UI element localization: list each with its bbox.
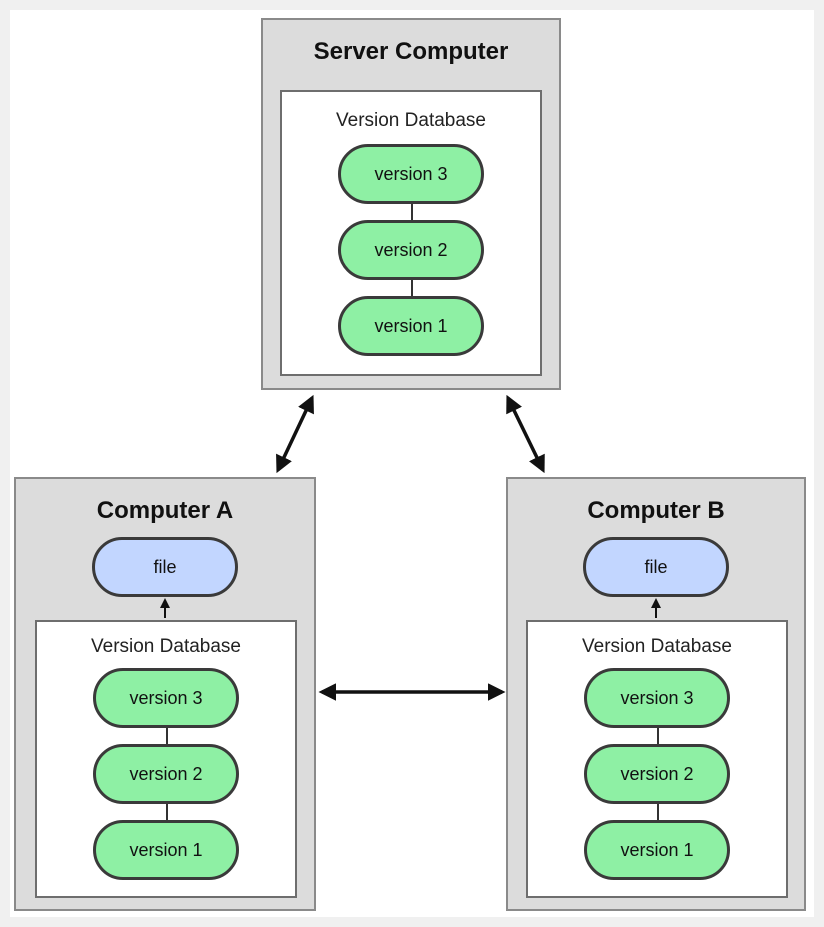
- computer-b-version-2: version 2: [584, 744, 730, 804]
- server-connector-3-2: [411, 202, 413, 220]
- computer-b-version-database: Version Database version 3 version 2 ver…: [526, 620, 788, 898]
- computer-a-db-label: Version Database: [91, 636, 241, 657]
- computer-a-box: Computer A file Version Database version…: [14, 477, 316, 911]
- server-connector-2-1: [411, 278, 413, 296]
- server-db-label: Version Database: [336, 110, 486, 131]
- computer-b-box: Computer B file Version Database version…: [506, 477, 806, 911]
- server-version-database: Version Database version 3 version 2 ver…: [280, 90, 542, 376]
- computer-a-file: file: [92, 537, 238, 597]
- computer-b-connector-2-1: [657, 802, 659, 820]
- server-version-2: version 2: [338, 220, 484, 280]
- computer-b-version-1: version 1: [584, 820, 730, 880]
- computer-b-file: file: [583, 537, 729, 597]
- computer-a-version-2: version 2: [93, 744, 239, 804]
- computer-b-version-3: version 3: [584, 668, 730, 728]
- computer-b-db-label: Version Database: [582, 636, 732, 657]
- computer-a-connector-3-2: [166, 726, 168, 744]
- server-version-1: version 1: [338, 296, 484, 356]
- computer-b-connector-3-2: [657, 726, 659, 744]
- computer-a-connector-2-1: [166, 802, 168, 820]
- server-version-3: version 3: [338, 144, 484, 204]
- server-computer-box: Server Computer Version Database version…: [261, 18, 561, 390]
- computer-a-title: Computer A: [96, 497, 234, 524]
- computer-a-version-1: version 1: [93, 820, 239, 880]
- computer-b-title: Computer B: [587, 497, 725, 524]
- computer-a-version-3: version 3: [93, 668, 239, 728]
- computer-a-version-database: Version Database version 3 version 2 ver…: [35, 620, 297, 898]
- server-computer-title: Server Computer: [313, 38, 509, 65]
